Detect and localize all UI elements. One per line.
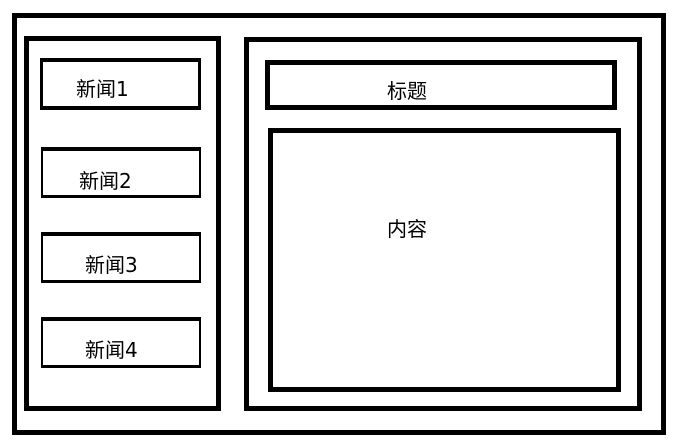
- sidebar-item-label: 新闻3: [85, 253, 138, 277]
- content-text: 内容: [387, 217, 427, 241]
- sidebar-item-label: 新闻1: [76, 77, 129, 101]
- sidebar-item-news-2[interactable]: 新闻2: [41, 147, 201, 198]
- sidebar-item-news-3[interactable]: 新闻3: [41, 232, 201, 283]
- title-box: 标题: [265, 60, 617, 110]
- sidebar-item-news-1[interactable]: 新闻1: [40, 58, 201, 110]
- content-box: 内容: [268, 128, 621, 392]
- page-title: 标题: [387, 79, 427, 103]
- sidebar-item-news-4[interactable]: 新闻4: [41, 317, 201, 368]
- sidebar-item-label: 新闻2: [79, 169, 132, 193]
- sidebar-item-label: 新闻4: [85, 338, 138, 362]
